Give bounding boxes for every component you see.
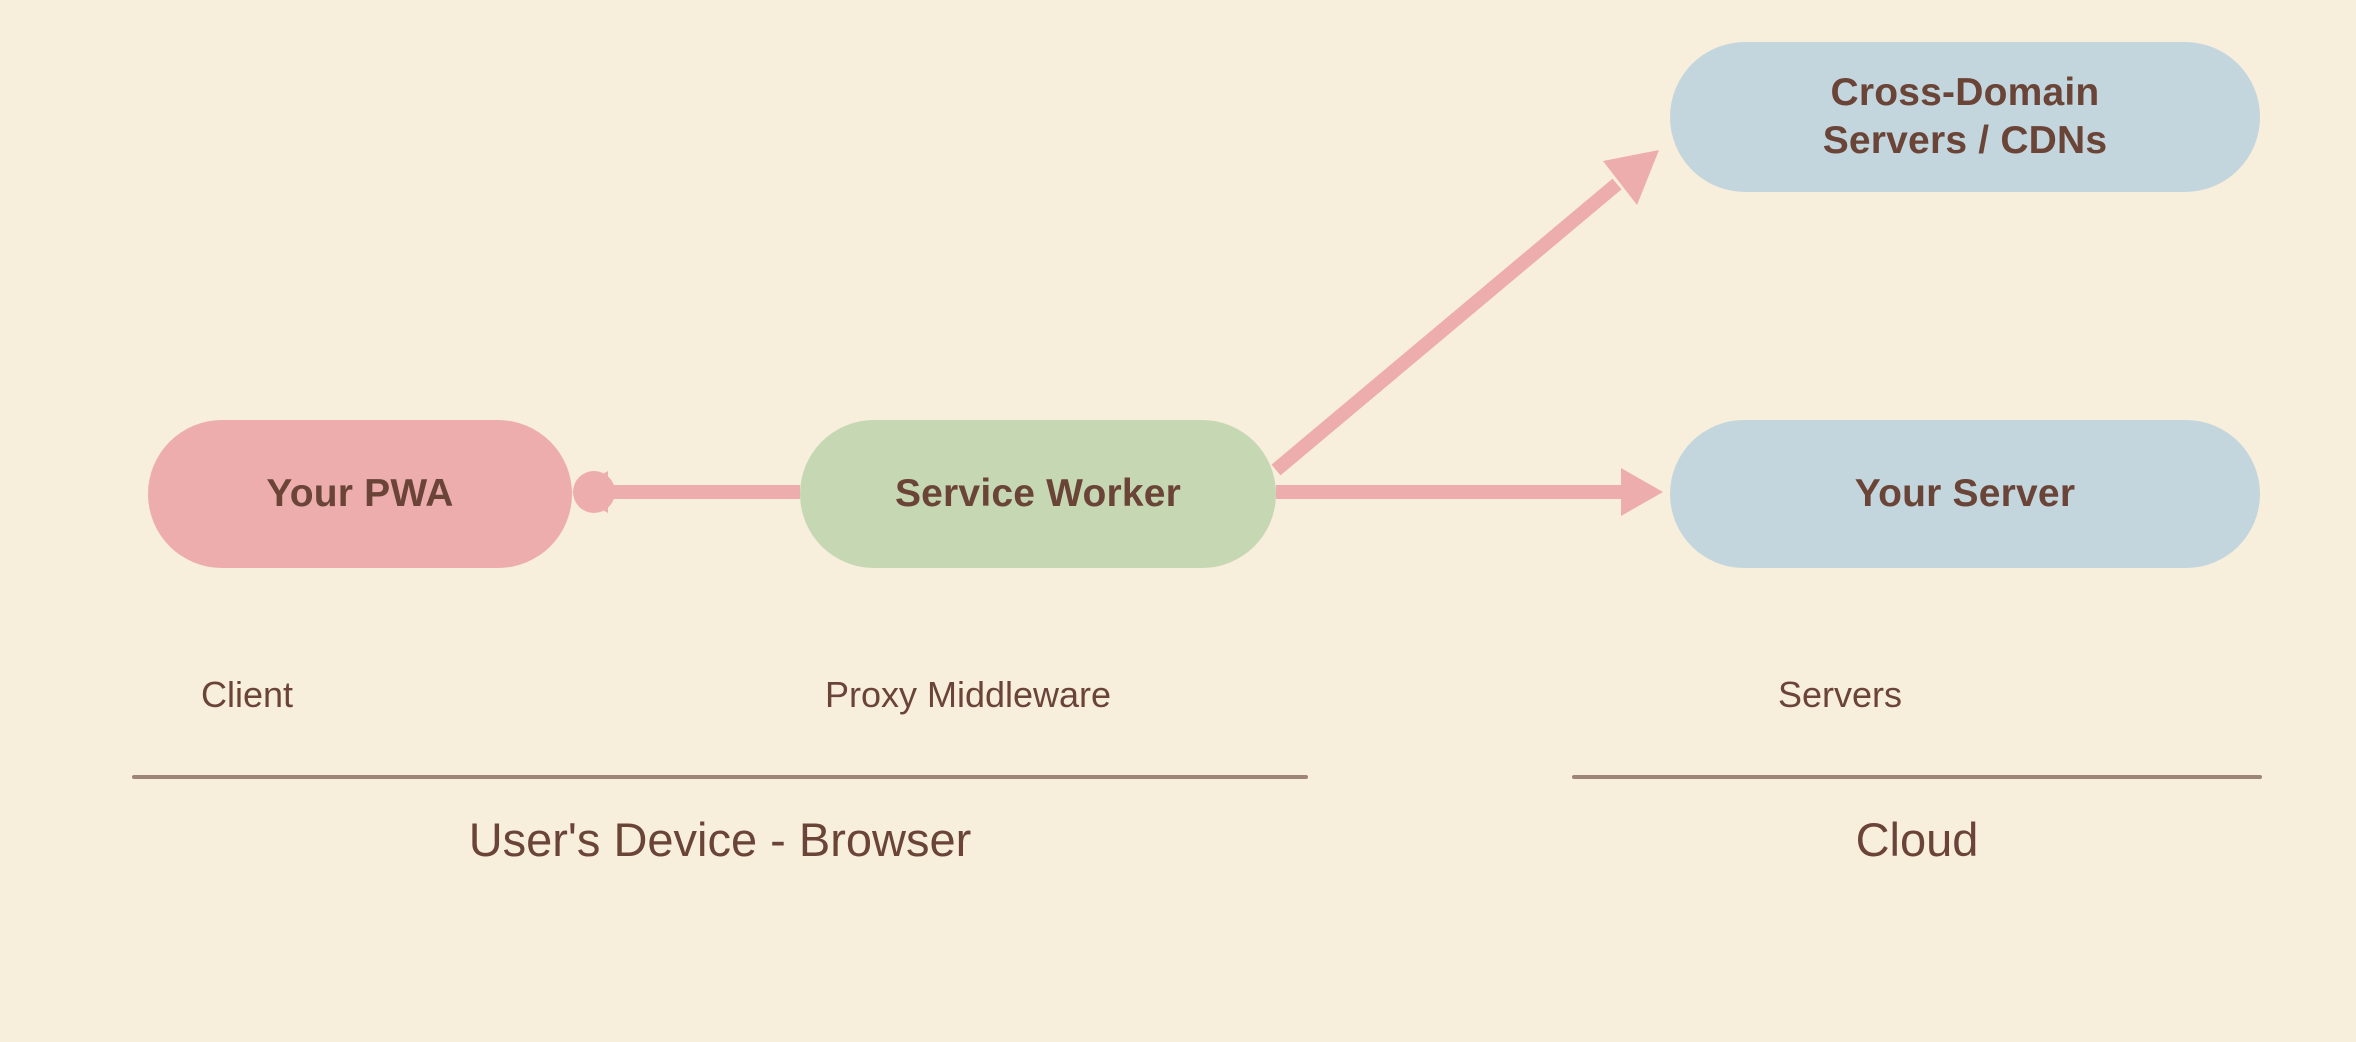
arrowhead-to-your-server — [1621, 468, 1663, 516]
node-your-pwa-label: Your PWA — [266, 472, 454, 516]
zone-label-proxy-middleware: Proxy Middleware — [824, 674, 1112, 715]
zone-label-client: Client — [200, 674, 294, 715]
divider-right — [1572, 775, 2262, 779]
zone-label-cloud: Cloud — [1855, 813, 1979, 866]
connector-service-worker-cross-domain — [1271, 150, 1659, 476]
node-your-server-label: Your Server — [1854, 472, 2076, 516]
node-your-pwa[interactable]: Your PWA — [148, 420, 572, 568]
node-service-worker-label: Service Worker — [894, 472, 1182, 516]
node-your-server[interactable]: Your Server — [1670, 420, 2260, 568]
node-service-worker[interactable]: Service Worker — [800, 420, 1276, 568]
node-cross-domain-servers[interactable]: Cross-Domain Servers / CDNs — [1670, 42, 2260, 192]
connector-line — [1271, 178, 1622, 476]
zone-label-servers: Servers — [1777, 674, 1903, 715]
zone-label-users-device-browser: User's Device - Browser — [468, 813, 972, 866]
node-cross-domain-servers-label: Cross-Domain Servers / CDNs — [1822, 71, 2108, 162]
arrowhead-to-pwa — [572, 471, 608, 513]
connector-pwa-service-worker — [572, 471, 800, 513]
arrowhead-to-cross-domain — [1603, 150, 1659, 205]
divider-left — [132, 775, 1308, 779]
connector-service-worker-your-server — [1276, 468, 1663, 516]
